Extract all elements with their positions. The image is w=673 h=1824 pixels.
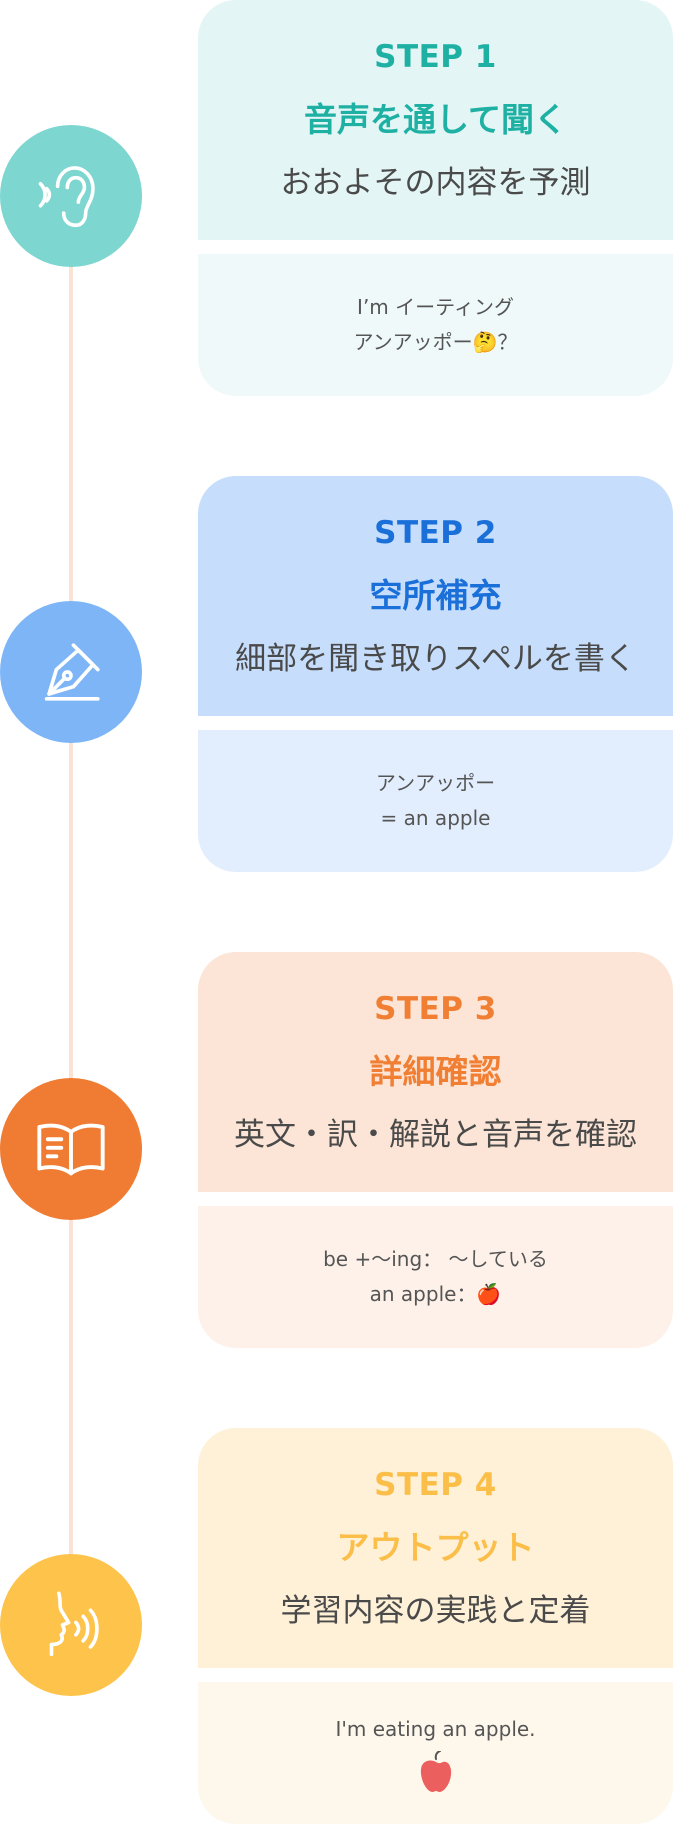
step-3-title: 詳細確認 [369,1051,502,1091]
speaking-face-icon [49,1591,99,1657]
step-3-example: be +〜ing： 〜している an apple：🍎 [198,1206,673,1348]
step-4-example: I'm eating an apple. [198,1682,673,1824]
step-2-example-line-2: = an apple [380,806,491,830]
step-3-description: 英文・訳・解説と音声を確認 [234,1116,637,1153]
step-4-example-line-1: I'm eating an apple. [335,1716,536,1741]
step-2-example: アンアッポー = an apple [198,730,673,872]
step-1-example-line-1: I’m イーティング [357,295,514,319]
step-1-header: STEP 1 音声を通して聞く おおよその内容を予測 [198,0,673,240]
step-4-label: STEP 4 [374,1466,497,1503]
step-1-card: STEP 1 音声を通して聞く おおよその内容を予測 I’m イーティング アン… [198,0,673,396]
step-1-title: 音声を通して聞く [303,99,567,139]
step-2-title: 空所補充 [369,575,502,615]
step-1-icon-circle [0,125,142,267]
step-4-title: アウトプット [336,1527,535,1567]
step-1-example: I’m イーティング アンアッポー🤔？ [198,254,673,396]
step-3-example-line-1: be +〜ing： 〜している [323,1247,548,1271]
step-4-description: 学習内容の実践と定着 [280,1592,591,1629]
step-1-label: STEP 1 [374,38,497,75]
apple-icon [420,1750,451,1792]
ear-icon [38,166,95,228]
timeline-connector [69,198,73,1626]
step-3-card: STEP 3 詳細確認 英文・訳・解説と音声を確認 be +〜ing： 〜してい… [198,952,673,1348]
pen-nib-icon [44,643,100,701]
step-1-example-line-2: アンアッポー🤔？ [353,330,518,354]
step-3-label: STEP 3 [374,990,497,1027]
open-book-icon [37,1123,105,1176]
step-2-icon-circle [0,601,142,743]
step-2-example-line-1: アンアッポー [375,771,496,795]
step-4-header: STEP 4 アウトプット 学習内容の実践と定着 [198,1428,673,1668]
step-3-header: STEP 3 詳細確認 英文・訳・解説と音声を確認 [198,952,673,1192]
step-2-header: STEP 2 空所補充 細部を聞き取りスペルを書く [198,476,673,716]
step-4-card: STEP 4 アウトプット 学習内容の実践と定着 I'm eating an a… [198,1428,673,1824]
step-2-label: STEP 2 [374,514,497,551]
step-3-example-line-2: an apple：🍎 [369,1282,502,1306]
step-2-card: STEP 2 空所補充 細部を聞き取りスペルを書く アンアッポー = an ap… [198,476,673,872]
step-2-description: 細部を聞き取りスペルを書く [235,640,636,677]
step-3-icon-circle [0,1078,142,1220]
step-4-icon-circle [0,1554,142,1696]
step-1-description: おおよその内容を予測 [280,164,591,201]
